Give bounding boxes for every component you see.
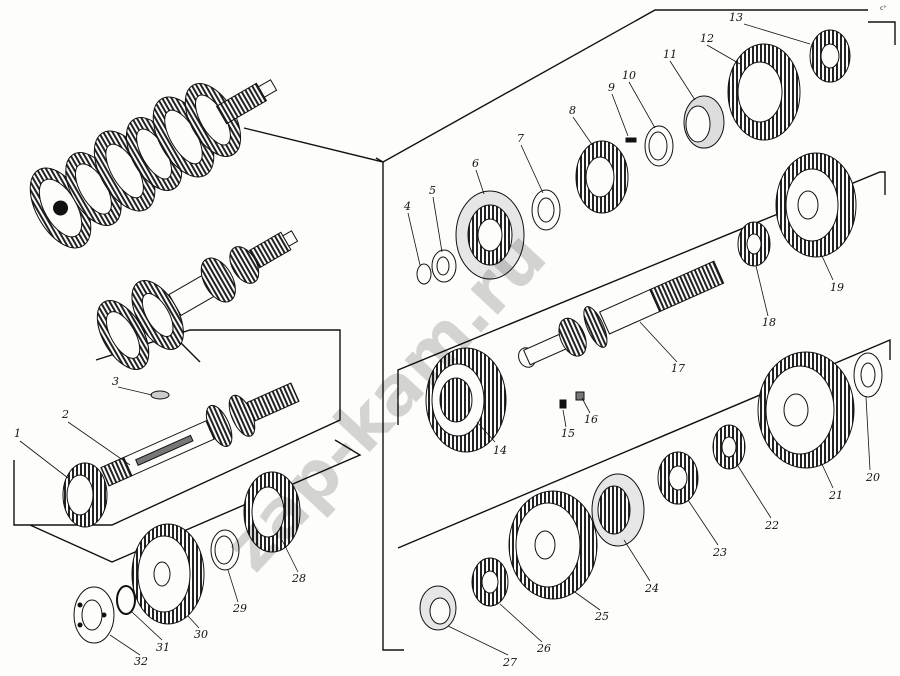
part-label-17: 17: [671, 362, 685, 375]
part-label-21: 21: [828, 489, 843, 502]
part-label-19: 19: [830, 281, 844, 294]
part-label-10: 10: [622, 69, 636, 82]
part-1-gear: [62, 462, 108, 528]
corner-mark: c°: [880, 5, 886, 12]
part-7-plate: [531, 189, 561, 231]
part-label-22: 22: [764, 519, 779, 532]
part-17-mainshaft: [518, 260, 725, 368]
part-label-1: 1: [14, 427, 21, 440]
part-label-15: 15: [561, 427, 575, 440]
part-30-gear: [131, 523, 205, 625]
part-label-6: 6: [472, 157, 479, 170]
part-label-9: 9: [608, 81, 615, 94]
part-22-needle-bearing: [712, 424, 746, 470]
part-24-ring: [591, 473, 645, 547]
part-label-7: 7: [517, 132, 524, 145]
part-label-12: 12: [700, 32, 714, 45]
part-label-14: 14: [493, 444, 507, 457]
part-6-hub: [455, 190, 525, 280]
part-label-4: 4: [403, 200, 411, 213]
part-label-8: 8: [569, 104, 576, 117]
part-label-24: 24: [644, 582, 659, 595]
part-15-pin: [559, 399, 567, 409]
part-26-needle-bearing: [471, 557, 509, 607]
part-label-31: 31: [156, 641, 170, 654]
part-2-shaft: [100, 382, 300, 487]
part-18-needle-bearing: [737, 221, 771, 267]
part-label-5: 5: [429, 184, 436, 197]
leader-lines: [19, 23, 871, 656]
part-21-gear: [757, 351, 855, 469]
part-11-sleeve: [683, 95, 725, 149]
part-14-synchronizer: [425, 347, 507, 453]
part-10-ring: [644, 125, 674, 167]
part-label-28: 28: [291, 572, 306, 585]
part-label-13: 13: [729, 11, 743, 24]
part-20-washer: [853, 352, 883, 398]
part-label-27: 27: [502, 656, 517, 669]
part-16-spring: [575, 391, 585, 401]
part-label-18: 18: [762, 316, 776, 329]
part-27-bushing: [419, 585, 457, 631]
assembled-shaft: [29, 79, 278, 249]
part-label-16: 16: [584, 413, 598, 426]
part-labels: 1 2 3 4 5 6 7 8 9 10 11 12 13 14 15 16 1…: [14, 11, 880, 669]
part-label-23: 23: [712, 546, 727, 559]
part-label-3: 3: [112, 375, 119, 388]
part-5-bearing: [431, 249, 457, 283]
part-label-32: 32: [134, 655, 148, 668]
part-23-gear: [657, 451, 699, 505]
part-28-gear: [243, 471, 301, 553]
part-8-gear: [575, 140, 629, 214]
part-19-gear: [775, 152, 857, 258]
part-12-gear: [727, 43, 801, 141]
part-9-pin: [625, 137, 637, 143]
part-label-2: 2: [61, 408, 69, 421]
part-31-snap-ring: [116, 585, 136, 615]
part-label-11: 11: [663, 48, 677, 61]
part-label-20: 20: [865, 471, 880, 484]
part-label-26: 26: [536, 642, 551, 655]
part-25-gear: [508, 490, 598, 600]
part-label-25: 25: [594, 610, 609, 623]
part-4-ring: [416, 263, 432, 285]
part-32-bearing: [73, 586, 115, 644]
part-29-ring: [210, 529, 240, 571]
part-3-key: [150, 390, 170, 400]
countershaft-assembly: [96, 230, 299, 370]
part-13-needle-bearing: [809, 29, 851, 83]
connector-lines: [13, 9, 896, 651]
part-label-29: 29: [232, 602, 247, 615]
part-label-30: 30: [194, 628, 208, 641]
